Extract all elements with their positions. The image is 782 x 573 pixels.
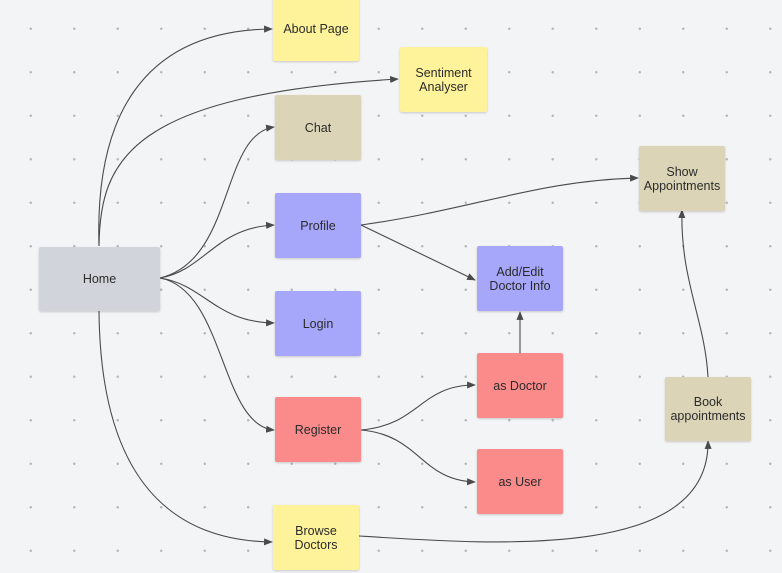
node-register[interactable]: Register [275, 397, 361, 462]
edge-home-sentiment [98, 75, 399, 247]
edge-home-about [98, 25, 273, 247]
node-about-page[interactable]: About Page [273, 0, 359, 61]
node-as-user[interactable]: as User [477, 449, 563, 514]
node-home[interactable]: Home [39, 247, 160, 311]
node-show-appointments[interactable]: Show Appointments [639, 146, 725, 211]
node-book-appointments[interactable]: Book appointments [665, 377, 751, 441]
edge-home-chat [159, 124, 275, 279]
edge-home-login [159, 277, 275, 327]
edge-browse-book [358, 440, 712, 543]
node-add-edit-doctor-info[interactable]: Add/Edit Doctor Info [477, 246, 563, 311]
node-login[interactable]: Login [275, 291, 361, 356]
edge-home-browse [98, 310, 273, 546]
edge-register-user [360, 429, 476, 486]
node-browse-doctors[interactable]: Browse Doctors [273, 505, 359, 570]
edge-book-show [678, 209, 709, 378]
edge-profile-addedit [360, 224, 476, 281]
node-as-doctor[interactable]: as Doctor [477, 353, 563, 418]
node-sentiment-analyser[interactable]: Sentiment Analyser [400, 47, 487, 112]
edge-home-register [159, 277, 275, 433]
edge-register-doctor [360, 381, 476, 431]
node-chat[interactable]: Chat [275, 95, 361, 160]
node-profile[interactable]: Profile [275, 193, 361, 258]
edge-home-profile [159, 221, 275, 279]
edge-profile-show [360, 174, 639, 226]
